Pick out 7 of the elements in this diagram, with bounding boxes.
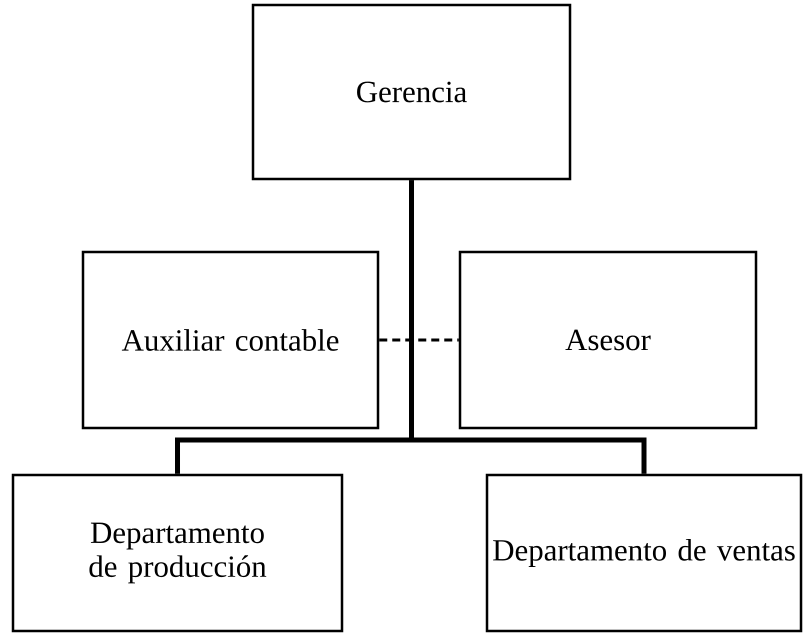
org-box: Auxiliar contable	[82, 250, 380, 430]
org-box: Asesor	[458, 250, 758, 430]
org-box: Gerencia	[252, 4, 572, 180]
connector-line	[409, 180, 646, 474]
org-box: Departamento de producción	[12, 474, 344, 632]
org-box: Departamento de ventas	[486, 474, 802, 632]
connector-line	[379, 338, 459, 342]
